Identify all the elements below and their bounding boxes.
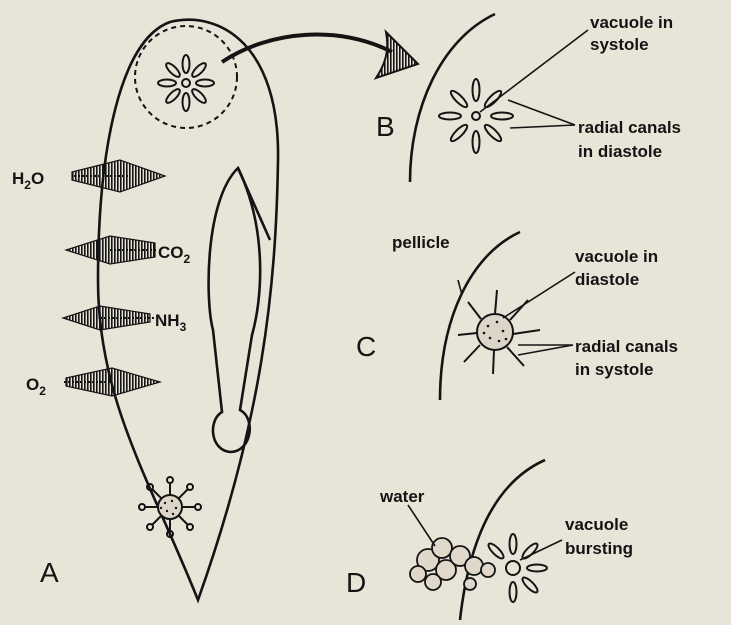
- label-d-vacuole-1: vacuole: [565, 515, 628, 534]
- label-d-vacuole-2: bursting: [565, 539, 633, 558]
- magnify-arrow: [222, 32, 418, 78]
- label-nh3: NH3: [155, 311, 187, 334]
- cell-c: [440, 232, 520, 400]
- magnify-circle: [135, 26, 237, 128]
- label-c-canals-2: in systole: [575, 360, 653, 379]
- label-b-vacuole-1: vacuole in: [590, 13, 673, 32]
- arrow-o2-in: [64, 368, 160, 396]
- vacuole-b: [439, 79, 513, 153]
- label-c-pellicle: pellicle: [392, 233, 450, 252]
- label-b-vacuole-2: systole: [590, 35, 649, 54]
- arrow-h2o-in: [72, 160, 165, 192]
- groove-edge: [238, 168, 270, 240]
- label-h2o: H2O: [12, 169, 44, 192]
- label-c-vacuole-2: diastole: [575, 270, 639, 289]
- panel-label-c: C: [356, 331, 376, 362]
- label-b-canals-1: radial canals: [578, 118, 681, 137]
- panel-label-b: B: [376, 111, 395, 142]
- cell-d: [460, 460, 545, 620]
- panel-label-d: D: [346, 567, 366, 598]
- arrow-nh3-out: [63, 306, 154, 330]
- label-c-canals-1: radial canals: [575, 337, 678, 356]
- label-o2: O2: [26, 375, 46, 398]
- label-c-vacuole-1: vacuole in: [575, 247, 658, 266]
- label-d-water: water: [379, 487, 425, 506]
- label-b-canals-2: in diastole: [578, 142, 662, 161]
- arrow-co2-out: [66, 236, 158, 264]
- label-co2: CO2: [158, 243, 191, 266]
- panel-label-a: A: [40, 557, 59, 588]
- vacuole-a-top: [158, 55, 214, 111]
- water-burst: [410, 538, 495, 590]
